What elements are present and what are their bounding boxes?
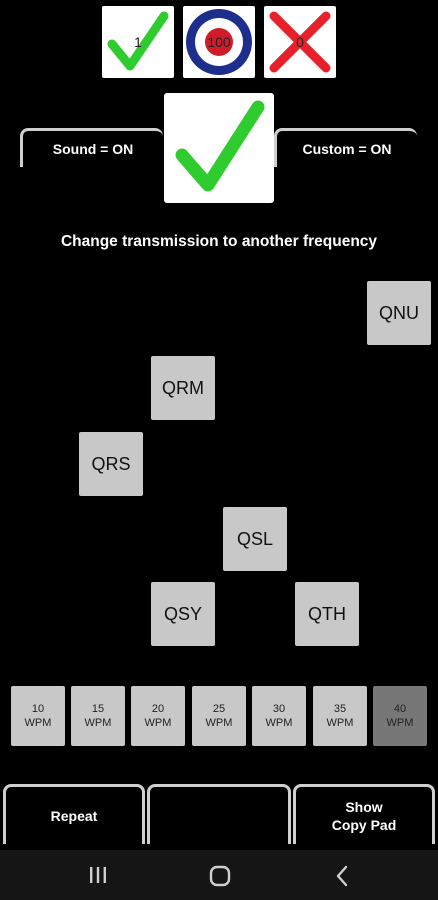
speed-unit: WPM — [386, 717, 414, 729]
speed-unit: WPM — [24, 717, 52, 729]
speed-unit: WPM — [265, 717, 293, 729]
speed-30-wpm-button[interactable]: 30 WPM — [252, 686, 306, 746]
speed-20-wpm-button[interactable]: 20 WPM — [131, 686, 185, 746]
correct-count-tile: 1 — [102, 6, 174, 78]
speed-40-wpm-button[interactable]: 40 WPM — [373, 686, 427, 746]
speed-value: 25 — [212, 703, 226, 715]
target-count: 100 — [207, 34, 231, 50]
option-qrm-button[interactable]: QRM — [151, 356, 215, 420]
speed-unit: WPM — [144, 717, 172, 729]
show-copy-pad-line2: Copy Pad — [331, 816, 397, 833]
wrong-count: 0 — [296, 34, 304, 50]
speed-value: 15 — [91, 703, 105, 715]
back-icon[interactable] — [334, 865, 350, 887]
system-navigation-bar — [0, 850, 438, 900]
correct-count: 1 — [134, 34, 142, 50]
speed-value: 20 — [151, 703, 165, 715]
result-indicator — [164, 93, 274, 203]
option-qnu-button[interactable]: QNU — [367, 281, 431, 345]
option-qsy-button[interactable]: QSY — [151, 582, 215, 646]
show-copy-pad-button[interactable]: Show Copy Pad — [293, 784, 435, 844]
option-qsl-button[interactable]: QSL — [223, 507, 287, 571]
wrong-count-tile: 0 — [264, 6, 336, 78]
question-text: Change transmission to another frequency — [60, 233, 378, 250]
target-count-tile: 100 — [183, 6, 255, 78]
custom-toggle-button[interactable]: Custom = ON — [274, 128, 417, 167]
repeat-button[interactable]: Repeat — [3, 784, 145, 844]
cross-icon — [269, 11, 331, 73]
target-icon — [186, 9, 252, 75]
speed-unit: WPM — [205, 717, 233, 729]
speed-value: 10 — [31, 703, 45, 715]
speed-35-wpm-button[interactable]: 35 WPM — [313, 686, 367, 746]
speed-value: 40 — [393, 703, 407, 715]
speed-value: 30 — [272, 703, 286, 715]
recents-icon[interactable] — [88, 866, 108, 884]
speed-10-wpm-button[interactable]: 10 WPM — [11, 686, 65, 746]
speed-unit: WPM — [84, 717, 112, 729]
blank-action-button[interactable] — [147, 784, 291, 844]
option-qrs-button[interactable]: QRS — [79, 432, 143, 496]
speed-15-wpm-button[interactable]: 15 WPM — [71, 686, 125, 746]
option-qth-button[interactable]: QTH — [295, 582, 359, 646]
home-icon[interactable] — [209, 865, 231, 887]
sound-toggle-button[interactable]: Sound = ON — [20, 128, 163, 167]
speed-25-wpm-button[interactable]: 25 WPM — [192, 686, 246, 746]
check-icon — [107, 11, 169, 71]
show-copy-pad-line1: Show — [345, 798, 383, 815]
speed-value: 35 — [333, 703, 347, 715]
check-icon — [175, 100, 265, 192]
speed-unit: WPM — [326, 717, 354, 729]
